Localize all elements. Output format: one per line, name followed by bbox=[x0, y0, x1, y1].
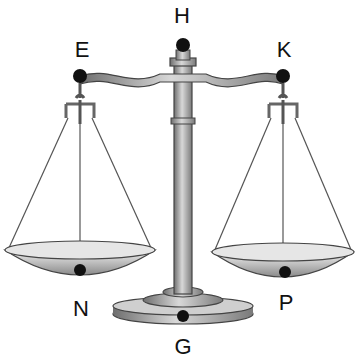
point-label: E bbox=[75, 39, 90, 61]
point-label: H bbox=[174, 5, 190, 27]
point-label: G bbox=[174, 336, 191, 358]
point-label: N bbox=[73, 298, 89, 320]
point-label: P bbox=[279, 292, 294, 314]
point-label: K bbox=[277, 39, 292, 61]
